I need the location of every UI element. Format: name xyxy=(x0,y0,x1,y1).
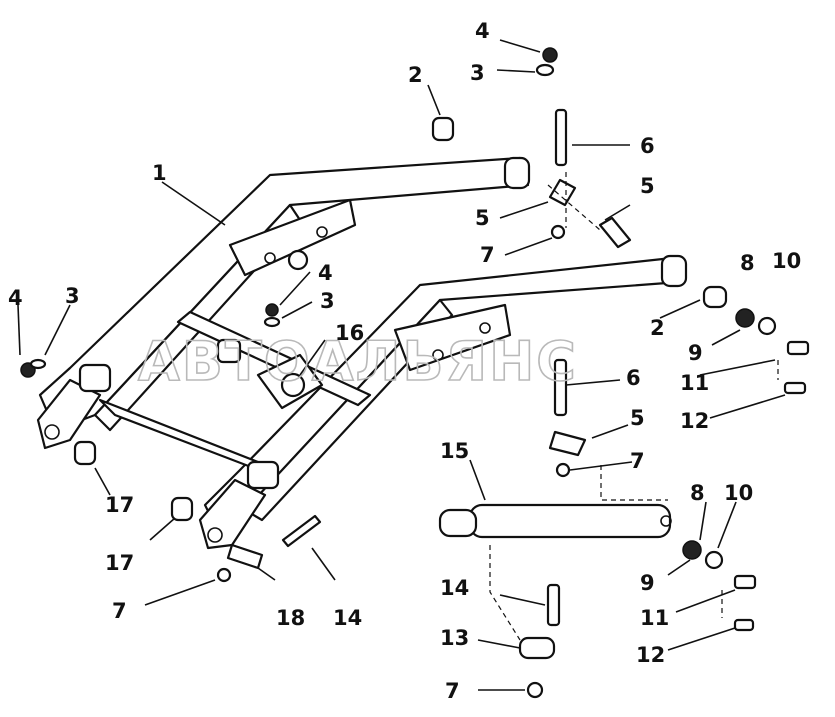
callout-5-left: 5 xyxy=(475,206,490,230)
callout-4-top: 4 xyxy=(475,19,490,43)
callout-2-right: 2 xyxy=(650,316,665,340)
callout-17-lower: 17 xyxy=(105,551,134,575)
callout-4-left: 4 xyxy=(8,286,23,310)
callout-15: 15 xyxy=(440,439,469,463)
callout-labels: 1 2 3 4 6 5 5 7 4 3 4 3 16 2 8 10 9 11 1… xyxy=(8,19,801,703)
callout-12-bottom: 12 xyxy=(636,643,665,667)
callout-2-top: 2 xyxy=(408,63,423,87)
callout-6-middle: 6 xyxy=(626,366,641,390)
callout-13: 13 xyxy=(440,626,469,650)
callout-7-top: 7 xyxy=(480,243,495,267)
callout-10-top: 10 xyxy=(772,249,801,273)
callout-7-middle: 7 xyxy=(630,449,645,473)
callout-10-bottom: 10 xyxy=(724,481,753,505)
callout-16: 16 xyxy=(335,321,364,345)
callout-14-bottom: 14 xyxy=(440,576,469,600)
callout-4-middle: 4 xyxy=(318,261,333,285)
callout-11-top: 11 xyxy=(680,371,709,395)
leader-lines xyxy=(17,39,786,691)
callout-8-bottom: 8 xyxy=(690,481,705,505)
callout-5-right: 5 xyxy=(640,174,655,198)
callout-7-left: 7 xyxy=(112,599,127,623)
callout-8-top: 8 xyxy=(740,251,755,275)
callout-3-top: 3 xyxy=(470,61,485,85)
callout-9-top: 9 xyxy=(688,341,703,365)
callout-17-upper: 17 xyxy=(105,493,134,517)
callout-11-bottom: 11 xyxy=(640,606,669,630)
callout-7-bottom: 7 xyxy=(445,679,460,703)
callout-3-left: 3 xyxy=(65,284,80,308)
callout-6-top: 6 xyxy=(640,134,655,158)
callout-12-top: 12 xyxy=(680,409,709,433)
loader-frame xyxy=(36,156,688,550)
callout-18: 18 xyxy=(276,606,305,630)
assembly-guides xyxy=(489,172,779,641)
callout-1: 1 xyxy=(152,161,167,185)
callout-9-bottom: 9 xyxy=(640,571,655,595)
watermark-text: АВТОАЛЬЯНС xyxy=(138,330,578,393)
fastener-parts xyxy=(20,47,810,699)
callout-5-middle: 5 xyxy=(630,406,645,430)
callout-14-left: 14 xyxy=(333,606,362,630)
callout-3-middle: 3 xyxy=(320,289,335,313)
